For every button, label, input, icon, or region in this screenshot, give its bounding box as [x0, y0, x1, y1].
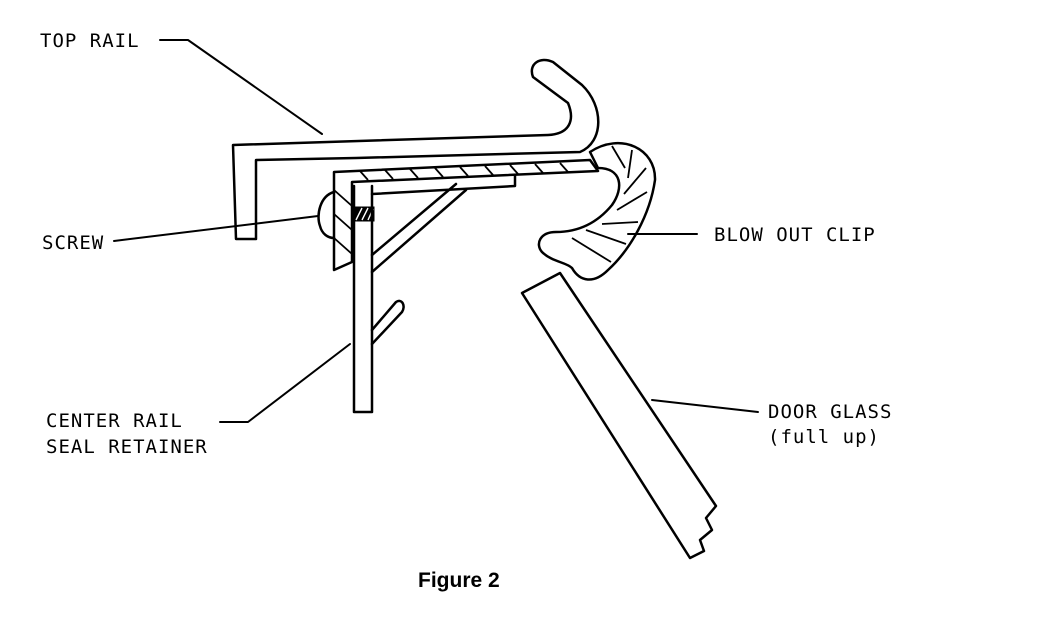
label-door-glass-line1: DOOR GLASS	[768, 401, 892, 423]
leader-lines	[113, 39, 759, 423]
center-rail-seal-retainer	[352, 174, 517, 414]
label-top-rail: TOP RAIL	[40, 30, 140, 52]
label-center-rail-line2: SEAL RETAINER	[46, 436, 208, 458]
screw	[317, 190, 375, 240]
top-seal-hatched	[332, 158, 600, 272]
label-door-glass-line2: (full up)	[768, 426, 880, 448]
label-screw: SCREW	[42, 232, 104, 254]
leader-center-rail	[219, 343, 351, 423]
figure-caption: Figure 2	[418, 569, 500, 592]
leader-door-glass	[651, 399, 759, 413]
leader-screw	[113, 215, 319, 242]
door-glass	[520, 271, 718, 560]
label-center-rail-line1: CENTER RAIL	[46, 410, 183, 432]
blow-out-clip	[537, 142, 657, 281]
top-rail	[231, 58, 600, 241]
label-blow-out-clip: BLOW OUT CLIP	[714, 224, 876, 246]
leader-top-rail	[159, 39, 323, 135]
